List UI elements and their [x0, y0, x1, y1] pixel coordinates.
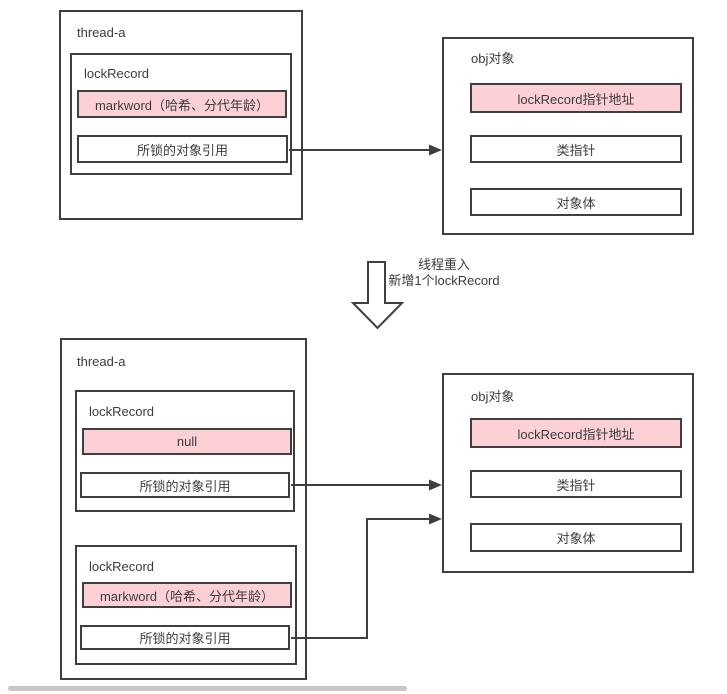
arrow-bottom-ref2-to-obj [291, 513, 442, 639]
obj-title: obj对象 [471, 51, 515, 66]
lock-record-title: lockRecord [89, 404, 155, 419]
reentry-annotation: 线程重入 新增1个lockRecord [383, 257, 505, 289]
reentry-annotation-line1: 线程重入 [417, 257, 470, 272]
object-ref-cell: 所锁的对象引用 [77, 135, 288, 163]
thread-title: thread-a [77, 354, 126, 369]
class-pointer-cell: 类指针 [470, 135, 682, 163]
markword-cell-2: markword（哈希、分代年龄） [82, 582, 292, 608]
horizontal-scrollbar[interactable] [8, 686, 407, 691]
lock-record-pointer-cell: lockRecord指针地址 [470, 418, 682, 448]
lock-record-title: lockRecord [89, 559, 155, 574]
lock-record-title: lockRecord [84, 66, 150, 81]
object-body-cell: 对象体 [470, 523, 682, 552]
markword-cell: markword（哈希、分代年龄） [77, 90, 287, 118]
arrow-bottom-ref1-to-obj [291, 479, 442, 491]
object-ref-cell-1: 所锁的对象引用 [80, 472, 290, 498]
lock-record-pointer-cell: lockRecord指针地址 [470, 83, 682, 113]
object-body-cell: 对象体 [470, 188, 682, 216]
reentry-annotation-line2: 新增1个lockRecord [388, 273, 500, 288]
markword-null-cell: null [82, 428, 292, 455]
thread-title: thread-a [77, 25, 126, 40]
arrow-top-ref-to-obj [289, 144, 442, 156]
obj-title: obj对象 [471, 389, 515, 404]
object-ref-cell-2: 所锁的对象引用 [80, 625, 290, 650]
class-pointer-cell: 类指针 [470, 470, 682, 498]
